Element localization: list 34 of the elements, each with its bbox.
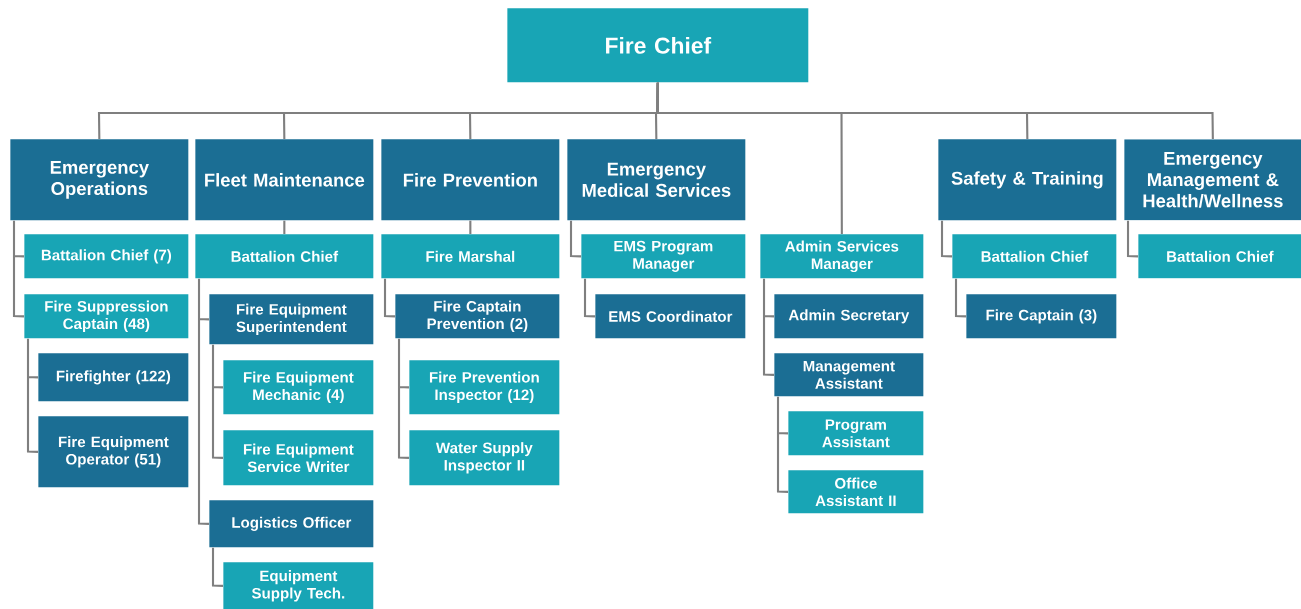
- connector-line: [469, 220, 472, 234]
- org-box: Fire Equipment Mechanic (4): [223, 360, 374, 415]
- org-box: Fire Captain Prevention (2): [395, 294, 560, 339]
- org-box: EMS Program Manager: [581, 234, 746, 279]
- org-box: Admin Secretary: [774, 294, 924, 339]
- org-box: Emergency Operations: [10, 139, 189, 221]
- org-box: Safety & Training: [938, 139, 1117, 221]
- org-box: Program Assistant: [788, 411, 924, 456]
- org-box: Fire Equipment Superintendent: [209, 294, 374, 345]
- org-box: Fire Suppression Captain (48): [24, 294, 189, 339]
- org-box: Battalion Chief: [195, 234, 374, 279]
- org-box: Emergency Medical Services: [567, 139, 746, 221]
- org-box: Battalion Chief: [1138, 234, 1301, 279]
- org-box: EMS Coordinator: [595, 294, 746, 339]
- org-box: Office Assistant II: [788, 470, 924, 514]
- org-box: Fire Equipment Operator (51): [38, 416, 189, 488]
- org-box: Logistics Officer: [209, 500, 374, 548]
- org-box: Fire Captain (3): [966, 294, 1117, 339]
- org-box: Admin Services Manager: [760, 234, 924, 279]
- connector-line: [283, 220, 286, 234]
- org-box: Fleet Maintenance: [195, 139, 374, 221]
- org-box: Water Supply Inspector II: [409, 430, 560, 486]
- org-box: Emergency Management & Health/Wellness: [1124, 139, 1301, 221]
- org-box: Firefighter (122): [38, 353, 189, 402]
- org-box: Fire Equipment Service Writer: [223, 430, 374, 486]
- org-box: Management Assistant: [774, 353, 924, 397]
- org-box: Equipment Supply Tech.: [223, 562, 374, 609]
- org-box: Battalion Chief (7): [24, 234, 189, 279]
- org-box: Fire Chief: [507, 8, 809, 83]
- org-box: Fire Prevention Inspector (12): [409, 360, 560, 415]
- org-box: Battalion Chief: [952, 234, 1117, 279]
- org-box: Fire Prevention: [381, 139, 560, 221]
- org-box: Fire Marshal: [381, 234, 560, 279]
- connector-line: [656, 82, 1214, 139]
